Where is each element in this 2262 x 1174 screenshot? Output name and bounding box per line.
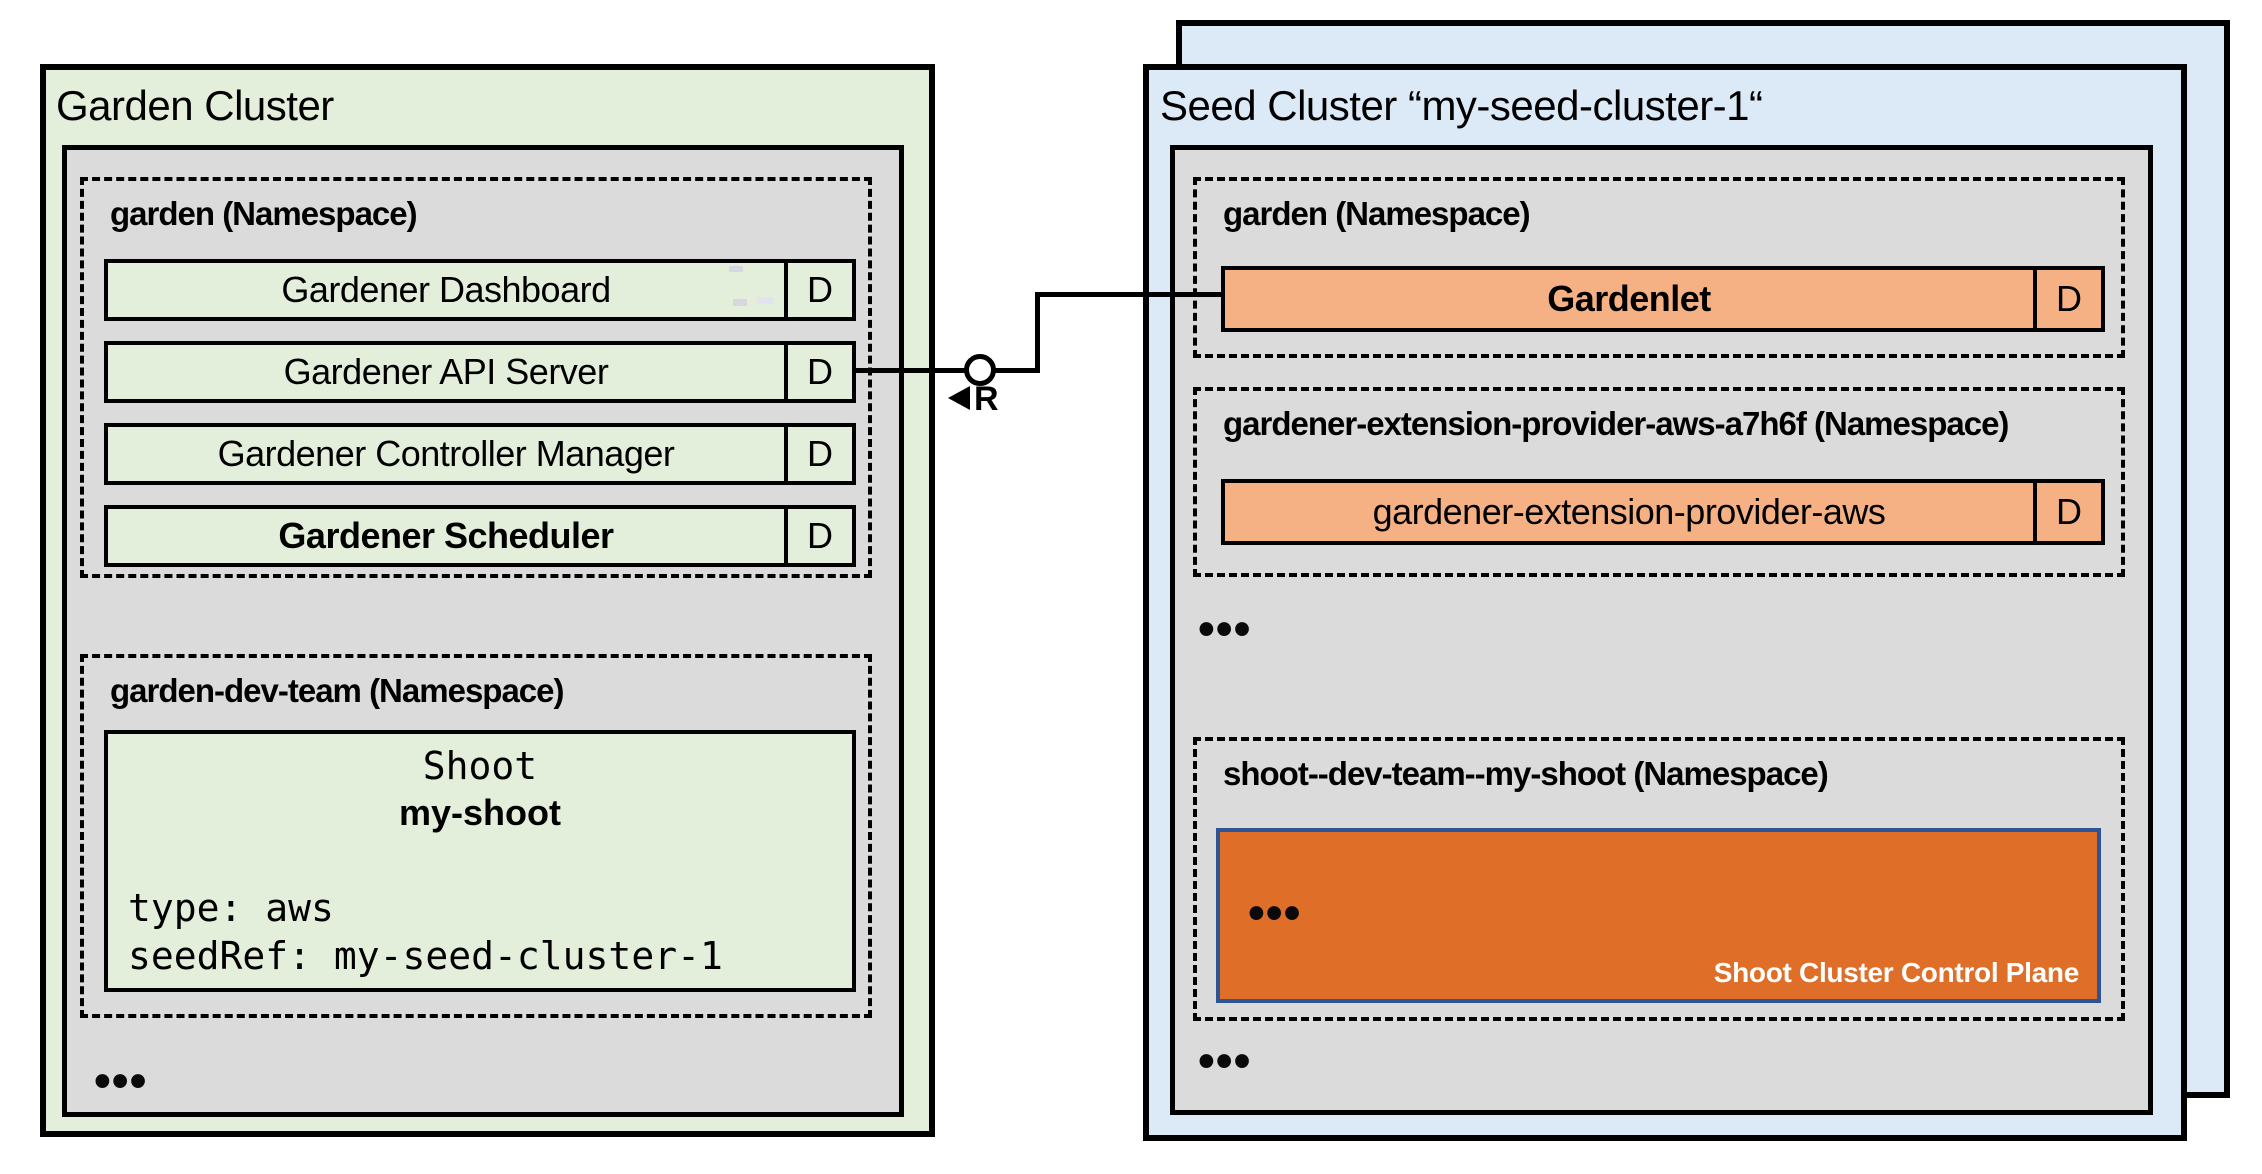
reconcile-label: R (974, 380, 999, 418)
deployment-row-extension-provider-aws: gardener-extension-provider-aws D (1221, 479, 2105, 545)
seed-cluster-title: Seed Cluster “my-seed-cluster-1“ (1160, 82, 1763, 129)
ellipsis-seed-1: ••• (1198, 603, 1252, 656)
deployment-row-gardener-scheduler: Gardener Scheduler D (104, 505, 856, 567)
garden-cluster-title: Garden Cluster (56, 82, 334, 129)
seed-shoot-namespace-label: shoot--dev-team--my-shoot (Namespace) (1223, 755, 1829, 792)
control-plane-label: Shoot Cluster Control Plane (1713, 957, 2080, 988)
deployment-badge-d: D (784, 509, 852, 563)
seed-garden-namespace-box: garden (Namespace) Gardenlet D (1193, 177, 2125, 358)
shoot-spec-type: type: aws (128, 886, 334, 930)
ghost-mark-2 (733, 299, 747, 306)
shoot-control-plane-box: ••• Shoot Cluster Control Plane (1216, 828, 2101, 1003)
ellipsis-control-plane: ••• (1248, 887, 1302, 940)
connector-line-vertical (1035, 292, 1040, 373)
connector-line-horizontal-lower (854, 368, 1040, 373)
deployment-badge-d: D (784, 427, 852, 481)
seed-shoot-namespace-box: shoot--dev-team--my-shoot (Namespace) ••… (1193, 737, 2125, 1021)
arrow-left-icon (948, 386, 970, 410)
ghost-mark-1 (729, 266, 743, 272)
deployment-row-gardenlet: Gardenlet D (1221, 266, 2105, 332)
deployment-badge-d: D (784, 345, 852, 399)
deployment-label: Gardener Dashboard (281, 269, 611, 310)
deployment-label: Gardener API Server (283, 351, 609, 392)
ghost-mark-3 (757, 297, 773, 304)
ellipsis-seed-2: ••• (1198, 1035, 1252, 1088)
deployment-label: Gardener Scheduler (278, 515, 614, 556)
seed-extension-namespace-label: gardener-extension-provider-aws-a7h6f (N… (1223, 405, 2009, 442)
deployment-badge-d: D (2033, 270, 2101, 328)
deployment-label: gardener-extension-provider-aws (1372, 491, 1886, 532)
garden-namespace-label: garden (Namespace) (110, 195, 418, 232)
deployment-row-gardener-api-server: Gardener API Server D (104, 341, 856, 403)
deployment-label: Gardener Controller Manager (217, 433, 675, 474)
shoot-resource-box: Shoot my-shoot type: aws seedRef: my-see… (104, 730, 856, 992)
deployment-badge-d: D (784, 263, 852, 317)
shoot-spec-seedref: seedRef: my-seed-cluster-1 (128, 934, 723, 978)
interface-circle-icon (964, 354, 996, 386)
shoot-kind-label: Shoot (422, 744, 538, 788)
deployment-label: Gardenlet (1547, 278, 1711, 319)
deployment-badge-d: D (2033, 483, 2101, 541)
shoot-name-label: my-shoot (399, 792, 561, 833)
deployment-row-gardener-controller-manager: Gardener Controller Manager D (104, 423, 856, 485)
connector-line-horizontal-upper (1035, 292, 1221, 297)
garden-dev-team-namespace-label: garden-dev-team (Namespace) (110, 672, 564, 709)
garden-namespace-box: garden (Namespace) Gardener Dashboard D … (80, 177, 872, 578)
garden-dev-team-namespace-box: garden-dev-team (Namespace) Shoot my-sho… (80, 654, 872, 1018)
ellipsis-garden-cluster: ••• (94, 1055, 148, 1108)
seed-extension-namespace-box: gardener-extension-provider-aws-a7h6f (N… (1193, 387, 2125, 577)
seed-garden-namespace-label: garden (Namespace) (1223, 195, 1531, 232)
deployment-row-gardener-dashboard: Gardener Dashboard D (104, 259, 856, 321)
